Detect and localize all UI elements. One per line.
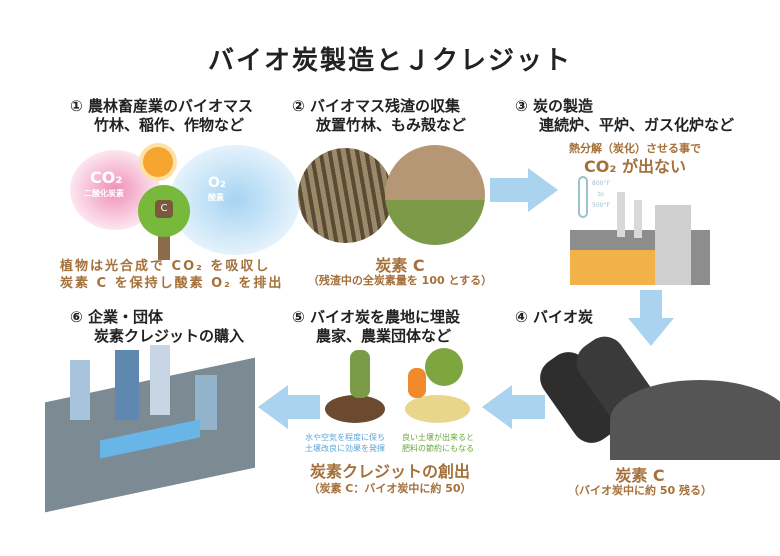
thermometer-icon <box>578 176 588 218</box>
step-3-note: 熱分解（炭化）させる事で <box>569 142 701 155</box>
chimney <box>617 192 625 237</box>
step-1-heading: ① 農林畜産業のバイオマス竹林、稲作、作物など <box>70 97 253 134</box>
co2-label: CO₂ <box>90 168 123 187</box>
step-2-caption-note: （残渣中の全炭素量を 100 とする） <box>307 274 493 287</box>
arrow-head <box>258 385 288 429</box>
step-5-caption-title: 炭素クレジットの創出 <box>309 462 470 481</box>
farmer-icon <box>350 350 370 398</box>
field-icon <box>405 395 470 423</box>
o2-label: O₂ <box>208 175 227 191</box>
step-4-caption-title: 炭素 C <box>615 466 665 485</box>
step-5-left-note: 水や空気を程度に保ち土壌改良に効果を発揮 <box>305 433 385 453</box>
step-3-no-co2: CO₂ が出ない <box>584 157 686 176</box>
building-icon <box>115 350 139 420</box>
sun-icon <box>143 147 173 177</box>
co2-sublabel: 二酸化炭素 <box>84 189 124 198</box>
arrow-head <box>482 385 512 429</box>
arrow-left-icon <box>510 395 545 419</box>
o2-cloud <box>170 145 300 255</box>
factory-wall <box>570 250 660 285</box>
soil-icon <box>325 395 385 423</box>
arrow-head <box>628 318 674 346</box>
step-3-heading: ③ 炭の製造連続炉、平炉、ガス化炉など <box>515 97 735 134</box>
page-title: バイオ炭製造とＪクレジット <box>207 46 572 76</box>
plant-icon <box>425 348 463 386</box>
step-2-heading: ② バイオマス残渣の収集放置竹林、もみ殻など <box>292 97 467 134</box>
step-5-right-note: 良い土壌が出来ると肥料の節約にもなる <box>402 433 474 453</box>
arrow-head <box>528 168 558 212</box>
building-icon <box>150 345 170 415</box>
step-1-caption: 植物は光合成で CO₂ を吸収し炭素 C を保持し酸素 O₂ を排出 <box>60 259 284 291</box>
o2-sublabel: 酸素 <box>208 193 224 202</box>
step-2-caption-title: 炭素 C <box>375 256 425 275</box>
arrow-down-icon <box>640 290 662 320</box>
bamboo-photo <box>298 148 393 243</box>
chimney <box>634 200 642 238</box>
step-5-heading: ⑤ バイオ炭を農地に埋設農家、農業団体など <box>292 308 460 345</box>
rice-husk-photo <box>385 145 485 245</box>
step-4-heading: ④ バイオ炭 <box>515 308 593 326</box>
building-icon <box>70 360 90 420</box>
carbon-badge: C <box>155 200 173 218</box>
step-4-caption-note: （バイオ炭中に約 50 残る） <box>568 484 712 497</box>
biochar-pile <box>610 380 780 460</box>
arrow-left-icon <box>285 395 320 419</box>
step-6-heading: ⑥ 企業・団体炭素クレジットの購入 <box>70 308 245 345</box>
cooling-tower <box>655 205 691 285</box>
gardener-icon <box>408 368 426 398</box>
tree-trunk <box>158 230 170 260</box>
step-5-caption-note: （炭素 C：バイオ炭中に約 50） <box>308 482 472 495</box>
arrow-right-icon <box>490 178 530 202</box>
building-icon <box>195 375 217 430</box>
